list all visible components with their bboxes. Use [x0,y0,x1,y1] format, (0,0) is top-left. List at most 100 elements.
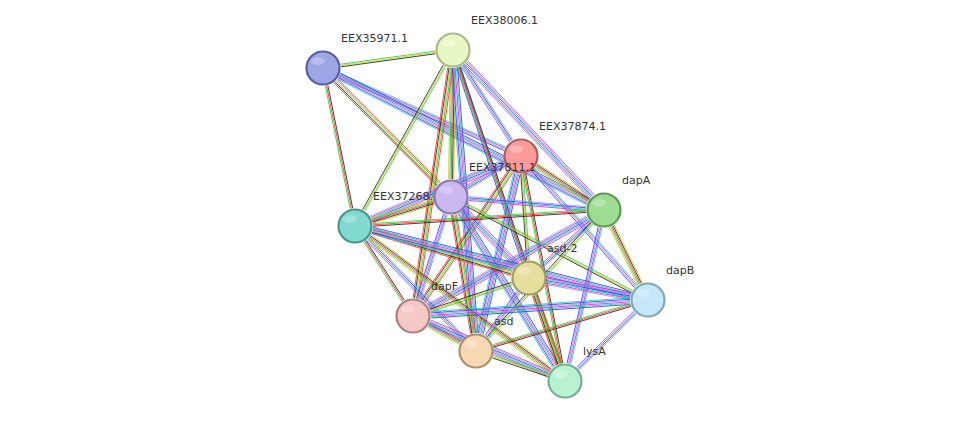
edge-bundle [610,225,643,285]
evidence-line [369,237,550,371]
node-label: EEX37268.1 [373,190,440,203]
evidence-line [431,320,550,371]
interaction-edge [493,357,548,376]
protein-node: asd [458,333,494,369]
evidence-line [325,86,350,209]
circle-highlight [636,289,650,297]
node-circle [305,50,341,86]
edge-bundle [493,356,549,377]
evidence-line [366,240,462,339]
evidence-line [373,211,586,225]
circle-highlight [553,370,567,378]
edge-bundle [334,79,440,186]
edge-bundle [493,304,631,347]
node-label: lysA [583,345,606,358]
evidence-line [577,311,634,367]
evidence-line [369,238,550,372]
circle-highlight [441,39,455,47]
evidence-line [493,358,548,377]
evidence-line [427,216,587,305]
evidence-line [431,298,630,312]
evidence-line [469,199,586,209]
interaction-edge [341,52,435,65]
edge-bundle [325,85,352,208]
evidence-line [341,54,435,67]
edge-bundle [373,210,586,226]
evidence-line [431,301,630,315]
evidence-line [535,168,588,202]
node-circle [307,52,340,85]
evidence-line [373,210,586,224]
evidence-line [547,282,631,297]
node-circle [586,192,622,228]
evidence-line [371,235,552,369]
node-circle [395,298,431,334]
edge-bundle [341,51,436,67]
evidence-line [577,312,634,368]
interaction-edge [612,226,640,284]
interaction-edge [469,199,586,209]
evidence-line [372,234,512,276]
node-circle [630,282,666,318]
interaction-edge [578,313,635,369]
evidence-line [369,238,465,337]
node-label: dapB [666,264,694,277]
node-circle [397,300,430,333]
node-label: EEX37811.1 [469,161,536,174]
node-circle [549,365,582,398]
node-circle [588,194,621,227]
evidence-line [578,313,635,369]
evidence-line [488,294,520,338]
protein-node: EEX37268.1 [337,208,373,244]
evidence-line [327,86,352,209]
protein-node: dapB [630,282,666,318]
interaction-edge [372,202,434,221]
protein-node: EEX38006.1 [435,32,471,68]
interaction-edge [368,239,464,338]
protein-node: EEX37811.1 [433,179,469,215]
evidence-line [461,66,510,142]
evidence-line [431,299,630,313]
evidence-line [493,357,548,376]
evidence-line [373,203,435,222]
circle-highlight [517,267,531,275]
evidence-line [546,284,630,299]
node-circle [458,333,494,369]
evidence-line [610,227,638,285]
evidence-line [543,223,591,267]
evidence-line [341,51,435,64]
edge-bundle [428,320,549,377]
edge-bundle [469,197,586,211]
node-circle [337,208,373,244]
protein-node: EEX35971.1 [305,50,341,86]
evidence-line [340,74,589,200]
evidence-line [541,221,589,265]
evidence-line [614,225,642,283]
circle-highlight [439,186,453,194]
circle-highlight [311,57,325,65]
evidence-line [341,52,435,65]
node-label: asd [494,315,513,328]
interaction-edge [547,281,631,296]
evidence-line [428,326,547,377]
node-circle [437,34,470,67]
edge-bundle [458,211,559,368]
evidence-line [469,198,586,208]
evidence-line [612,226,640,284]
circle-highlight [343,215,357,223]
evidence-line [494,306,631,347]
evidence-line [542,222,590,266]
node-circle [433,179,469,215]
evidence-line [372,202,434,221]
evidence-line [368,238,464,337]
evidence-line [431,302,630,316]
node-label: asd-2 [547,242,577,255]
node-circle [435,181,468,214]
interaction-edge [369,237,550,371]
node-circle [460,335,493,368]
interaction-edge [430,323,549,374]
edge-bundle [485,291,520,337]
evidence-line [458,214,553,367]
node-circle [435,32,471,68]
